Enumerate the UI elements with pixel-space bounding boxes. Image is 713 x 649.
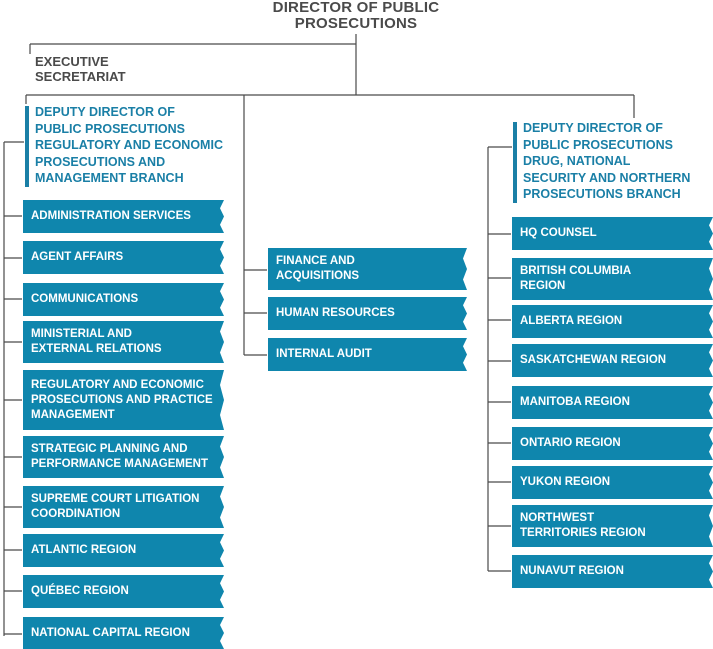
unit-box-communications: COMMUNICATIONS (23, 283, 224, 316)
unit-label: NATIONAL CAPITAL REGION (31, 626, 190, 639)
right-ticks (488, 233, 511, 572)
heading-line: PUBLIC PROSECUTIONS (523, 137, 674, 152)
unit-label: NORTHWEST (520, 512, 595, 524)
unit-label: NUNAVUT REGION (520, 565, 624, 577)
unit-label: EXTERNAL RELATIONS (31, 343, 162, 355)
unit-label: FINANCE AND (276, 255, 355, 267)
unit-label: ADMINISTRATION SERVICES (31, 210, 191, 222)
unit-box-yukon-region: YUKON REGION (512, 466, 713, 499)
unit-label: QUÉBEC REGION (31, 585, 129, 597)
unit-box-regulatory-economic-practice: REGULATORY AND ECONOMIC PROSECUTIONS AND… (23, 370, 224, 430)
executive-line-text: SECRETARIAT (35, 69, 126, 84)
unit-box-alberta-region: ALBERTA REGION (512, 305, 713, 338)
unit-label: ALBERTA REGION (520, 315, 623, 327)
executive-line-text: EXECUTIVE (35, 54, 109, 69)
unit-label: SASKATCHEWAN REGION (520, 354, 667, 366)
left-deputy-heading: DEPUTY DIRECTOR OF PUBLIC PROSECUTIONS R… (25, 104, 223, 187)
heading-line: PROSECUTIONS BRANCH (523, 187, 681, 201)
unit-label: INTERNAL AUDIT (276, 348, 372, 360)
unit-box-manitoba-region: MANITOBA REGION (512, 386, 713, 419)
unit-label: MINISTERIAL AND (31, 328, 132, 340)
unit-box-hq-counsel: HQ COUNSEL (512, 217, 713, 250)
heading-line: REGULATORY AND ECONOMIC (35, 138, 223, 152)
unit-label: HQ COUNSEL (520, 227, 597, 239)
heading-line: PROSECUTIONS AND (35, 154, 166, 169)
unit-label: ATLANTIC REGION (31, 544, 137, 556)
unit-label: YUKON REGION (520, 476, 611, 488)
unit-box-northwest-territories-region: NORTHWEST TERRITORIES REGION (512, 505, 713, 547)
heading-line: SECURITY AND NORTHERN (523, 170, 691, 185)
unit-label: SUPREME COURT LITIGATION (31, 493, 200, 505)
left-ticks (4, 215, 22, 635)
unit-label: PROSECUTIONS AND PRACTICE (31, 393, 213, 406)
unit-label: ONTARIO REGION (520, 437, 621, 449)
unit-label: MANITOBA REGION (520, 396, 630, 408)
unit-box-quebec-region: QUÉBEC REGION (23, 575, 224, 608)
unit-label: COORDINATION (31, 508, 121, 520)
unit-box-strategic-planning: STRATEGIC PLANNING AND PERFORMANCE MANAG… (23, 436, 224, 478)
unit-box-agent-affairs: AGENT AFFAIRS (23, 241, 224, 274)
unit-label: COMMUNICATIONS (31, 293, 139, 305)
unit-box-supreme-court-litigation: SUPREME COURT LITIGATION COORDINATION (23, 486, 224, 528)
heading-line: PUBLIC PROSECUTIONS (35, 121, 186, 136)
unit-label: ACQUISITIONS (276, 270, 360, 282)
executive-secretariat: EXECUTIVE SECRETARIAT (35, 54, 126, 84)
heading-line: DEPUTY DIRECTOR OF (35, 105, 175, 119)
unit-box-ministerial-external-relations: MINISTERIAL AND EXTERNAL RELATIONS (23, 321, 224, 363)
right-deputy-heading: DEPUTY DIRECTOR OF PUBLIC PROSECUTIONS D… (512, 120, 691, 203)
unit-box-atlantic-region: ATLANTIC REGION (23, 534, 224, 567)
unit-box-saskatchewan-region: SASKATCHEWAN REGION (512, 344, 713, 377)
unit-label: REGION (520, 280, 566, 292)
unit-box-national-capital-region: NATIONAL CAPITAL REGION (23, 617, 224, 649)
director-title: DIRECTOR OF PUBLIC PROSECUTIONS (256, 0, 456, 32)
director-title-line: DIRECTOR OF PUBLIC (272, 0, 440, 16)
director-title-line: PROSECUTIONS (294, 15, 418, 32)
unit-label: TERRITORIES REGION (520, 527, 646, 539)
unit-label: PERFORMANCE MANAGEMENT (31, 458, 208, 470)
unit-box-british-columbia-region: BRITISH COLUMBIA REGION (512, 258, 713, 300)
unit-box-human-resources: HUMAN RESOURCES (268, 297, 467, 330)
unit-label: HUMAN RESOURCES (276, 307, 395, 319)
unit-label: MANAGEMENT (31, 408, 115, 421)
unit-label: AGENT AFFAIRS (31, 251, 124, 263)
unit-label: STRATEGIC PLANNING AND (31, 443, 188, 455)
unit-box-nunavut-region: NUNAVUT REGION (512, 555, 713, 588)
unit-box-administration-services: ADMINISTRATION SERVICES (23, 200, 224, 233)
unit-box-ontario-region: ONTARIO REGION (512, 427, 713, 460)
unit-box-internal-audit: INTERNAL AUDIT (268, 338, 467, 371)
unit-label: BRITISH COLUMBIA (520, 265, 632, 277)
unit-label: REGULATORY AND ECONOMIC (31, 378, 204, 391)
heading-line: DEPUTY DIRECTOR OF (523, 121, 663, 135)
heading-line: MANAGEMENT BRANCH (35, 171, 184, 185)
unit-box-finance-acquisitions: FINANCE AND ACQUISITIONS (268, 248, 467, 290)
heading-line: DRUG, NATIONAL (523, 154, 631, 168)
